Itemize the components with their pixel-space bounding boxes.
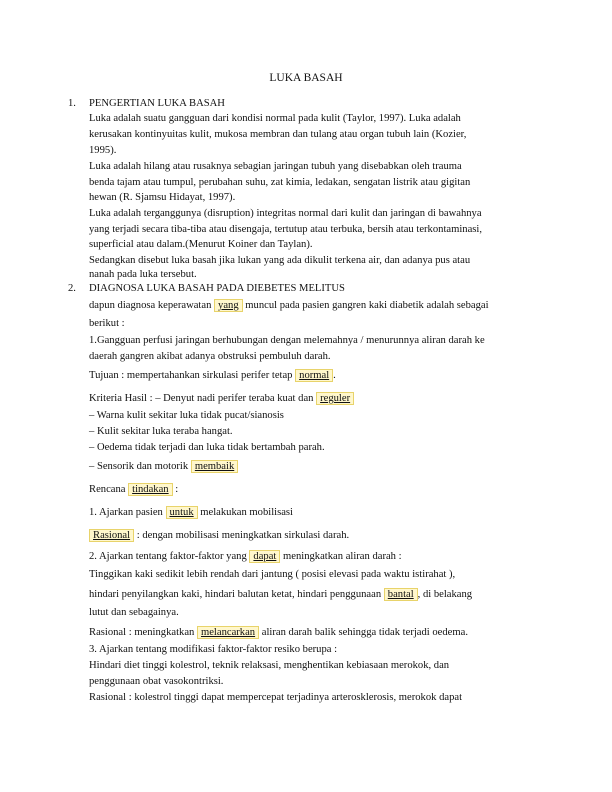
paragraph-line: yang terjadi secara tiba-tiba atau disen… — [89, 224, 482, 235]
paragraph-line: Luka adalah hilang atau rusaknya sebagia… — [89, 161, 462, 172]
highlighted-word[interactable]: tindakan — [128, 483, 173, 496]
criteria-line: Kriteria Hasil : – Denyut nadi perifer t… — [89, 392, 549, 406]
paragraph-line: kerusakan kontinyuitas kulit, mukosa mem… — [89, 129, 467, 140]
highlighted-word[interactable]: untuk — [165, 506, 198, 519]
rationale-line: Rasional : dengan mobilisasi meningkatka… — [89, 529, 549, 543]
diagnosis-line: daerah gangren akibat adanya obstruksi p… — [89, 351, 331, 362]
criteria-item: – Oedema tidak terjadi dan luka tidak be… — [89, 442, 325, 453]
plan-item: 1. Ajarkan pasien untuk melakukan mobili… — [89, 506, 293, 519]
plan-item-line: penggunaan obat vasokontriksi. — [89, 676, 224, 687]
highlighted-word[interactable]: reguler — [316, 392, 355, 405]
highlighted-word[interactable]: bantal — [383, 588, 418, 601]
paragraph-line: Luka adalah suatu gangguan dari kondisi … — [89, 113, 461, 124]
intro-line: berikut : — [89, 318, 125, 329]
plan-heading: Rencana tindakan : — [89, 483, 179, 496]
section-1-number: 1. — [68, 98, 76, 109]
plan-item: 2. Ajarkan tentang faktor-faktor yang da… — [89, 550, 402, 563]
rationale-line: Rasional : meningkatkan melancarkan alir… — [89, 626, 468, 639]
goal-line: Tujuan : mempertahankan sirkulasi perife… — [89, 369, 336, 382]
paragraph-line: nanah pada luka tersebut. — [89, 269, 197, 280]
section-2-heading: DIAGNOSA LUKA BASAH PADA DIEBETES MELITU… — [89, 283, 345, 294]
highlighted-word[interactable]: Rasional — [89, 529, 135, 542]
plan-item: 3. Ajarkan tentang modifikasi faktor-fak… — [89, 644, 338, 655]
highlighted-word[interactable]: melancarkan — [196, 626, 260, 639]
paragraph-line: hewan (R. Sjamsu Hidayat, 1997). — [89, 192, 236, 203]
paragraph-line: benda tajam atau tumpul, perubahan suhu,… — [89, 177, 471, 188]
rationale-line: Rasional : kolestrol tinggi dapat memper… — [89, 692, 463, 703]
intro-line: dapun diagnosa keperawatan yang muncul p… — [89, 299, 489, 312]
paragraph-line: superficial atau dalam.(Menurut Koiner d… — [89, 239, 313, 250]
plan-item-line: Hindari diet tinggi kolestrol, teknik re… — [89, 660, 450, 671]
paragraph-line: Luka adalah terganggunya (disruption) in… — [89, 208, 482, 219]
highlighted-word[interactable]: normal — [295, 369, 334, 382]
paragraph-line: 1995). — [89, 145, 117, 156]
highlighted-word[interactable]: yang — [214, 299, 243, 312]
plan-item-line: lutut dan sebagainya. — [89, 607, 179, 618]
plan-item-line: Tinggikan kaki sedikit lebih rendah dari… — [89, 569, 456, 580]
diagnosis-line: 1.Gangguan perfusi jaringan berhubungan … — [89, 335, 485, 346]
page-title: LUKA BASAH — [269, 72, 343, 84]
criteria-item: – Warna kulit sekitar luka tidak pucat/s… — [89, 410, 284, 421]
plan-item-line: hindari penyilangkan kaki, hindari balut… — [89, 588, 473, 601]
section-2-number: 2. — [68, 283, 76, 294]
criteria-item: – Kulit sekitar luka teraba hangat. — [89, 426, 233, 437]
criteria-item: – Sensorik dan motorik membaik — [89, 460, 549, 474]
highlighted-word[interactable]: membaik — [190, 460, 239, 473]
section-1-heading: PENGERTIAN LUKA BASAH — [89, 98, 225, 109]
highlighted-word[interactable]: dapat — [249, 550, 281, 563]
paragraph-line: Sedangkan disebut luka basah jika lukan … — [89, 255, 471, 266]
